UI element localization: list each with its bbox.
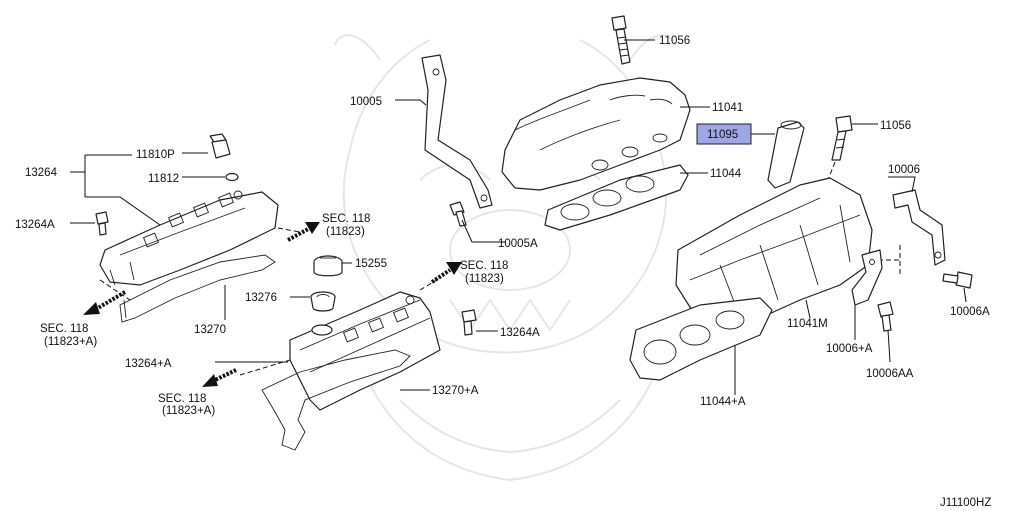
label-sec118-b-line1: SEC. 118: [460, 260, 508, 272]
label-13270-plus-a: 13270+A: [432, 385, 479, 397]
pcv-valve-11810p: [209, 133, 231, 159]
gasket-13270-plus-a: [261, 349, 411, 451]
label-11056-right: 11056: [880, 120, 911, 132]
label-15255: 15255: [355, 258, 387, 270]
cylinder-head-11041m: [675, 177, 873, 326]
bracket-10005: [421, 54, 493, 209]
rocker-cover-13264-plus-a: [289, 291, 441, 411]
oil-filler-cap-15255: [313, 255, 343, 277]
arrow-sec118-a: [287, 222, 320, 242]
bracket-10006: [892, 189, 946, 266]
label-11044: 11044: [710, 168, 742, 180]
label-sec118-c-line1: SEC. 118: [40, 323, 88, 335]
label-11041m: 11041M: [787, 318, 828, 330]
gasket-11044: [544, 164, 689, 231]
label-10005: 10005: [350, 96, 382, 108]
o-ring-11812: [225, 172, 239, 182]
arrow-sec118-c: [83, 290, 127, 315]
bolt-10006a: [942, 271, 973, 289]
label-sec118-a-line1: SEC. 118: [322, 213, 370, 225]
label-sec118-b-line2: (11823): [465, 273, 504, 285]
bolt-11056-right: [831, 115, 853, 161]
arrow-sec118-d: [202, 368, 237, 387]
label-13276: 13276: [245, 292, 277, 304]
seal-13276: [310, 291, 336, 312]
label-10006aa: 10006AA: [866, 368, 914, 380]
label-11812: 11812: [148, 173, 179, 185]
label-10006-plus-a: 10006+A: [826, 343, 873, 355]
label-11044-plus-a: 11044+A: [700, 396, 746, 408]
gasket-13270: [119, 254, 276, 323]
label-sec118-d-line2: (11823+A): [162, 405, 215, 417]
plug-tube-11095: [767, 120, 805, 189]
bolt-13264a-mid: [461, 309, 477, 336]
label-sec118-c-line2: (11823+A): [44, 336, 97, 348]
label-11810p: 11810P: [136, 149, 175, 161]
label-10006a: 10006A: [950, 306, 990, 318]
label-13264a-mid: 13264A: [500, 327, 540, 339]
label-13264a-left: 13264A: [15, 219, 55, 231]
label-11041: 11041: [712, 102, 743, 114]
bracket-10006-plus-a: [851, 249, 883, 306]
label-11095: 11095: [707, 129, 738, 141]
rocker-cover-13264: [99, 190, 279, 286]
label-sec118-d-line1: SEC. 118: [158, 393, 206, 405]
bolt-13264a-left: [95, 211, 109, 236]
arrow-sec118-b: [430, 262, 462, 284]
cylinder-head-11041: [501, 77, 691, 191]
bolt-11056-top: [611, 15, 631, 65]
bolt-10006aa: [877, 301, 894, 332]
label-13270: 13270: [194, 324, 226, 336]
gasket-11044-plus-a: [629, 297, 773, 381]
label-13264-plus-a: 13264+A: [125, 358, 172, 370]
diagram-code: J11100HZ: [940, 497, 991, 509]
label-13264: 13264: [25, 167, 58, 179]
label-10006: 10006: [888, 164, 920, 176]
label-11056-top: 11056: [659, 35, 690, 47]
label-10005a: 10005A: [498, 238, 538, 250]
label-sec118-a-line2: (11823): [326, 226, 365, 238]
